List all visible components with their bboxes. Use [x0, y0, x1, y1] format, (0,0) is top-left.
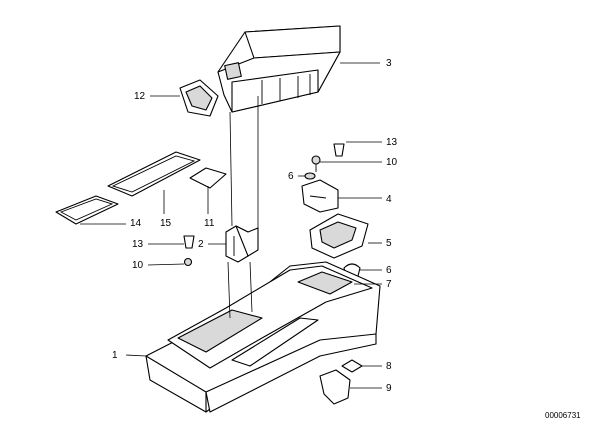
document-number: 00006731	[545, 411, 581, 420]
callout-11: 11	[204, 218, 215, 229]
part-15-mat	[107, 151, 201, 197]
callout-9: 9	[386, 383, 392, 394]
part-11-mat	[189, 167, 227, 189]
part-9-bracket	[319, 369, 351, 405]
part-10-screw-lower	[183, 257, 193, 267]
callout-2: 2	[198, 239, 204, 250]
callout-6-left: 6	[288, 171, 294, 182]
part-3-storage-box	[217, 25, 341, 113]
part-10-screw-upper	[311, 155, 321, 172]
part-5-cup-tray	[309, 213, 369, 259]
part-13-plug-lower	[183, 235, 195, 249]
callout-4: 4	[386, 194, 392, 205]
callout-1: 1	[112, 350, 118, 361]
part-12-ashtray	[179, 79, 219, 117]
part-1-center-console	[145, 261, 381, 413]
callout-14: 14	[130, 218, 142, 229]
part-2-bracket	[225, 225, 259, 263]
part-13-plug-upper	[333, 143, 345, 157]
part-4-holder	[301, 179, 339, 213]
callout-13-lower: 13	[132, 239, 144, 250]
callout-10-upper: 10	[386, 157, 398, 168]
part-14-mat	[55, 195, 119, 225]
callout-12: 12	[134, 91, 146, 102]
leader-lines	[80, 62, 382, 389]
callouts: 1 2 3 4 5 6 6 7 8 9 10 10 11 12 13 13 14…	[112, 58, 398, 394]
callout-10-lower: 10	[132, 260, 144, 271]
callout-3: 3	[386, 58, 392, 69]
part-6-clip	[304, 172, 316, 180]
callout-5: 5	[386, 238, 392, 249]
callout-7: 7	[386, 279, 392, 290]
callout-15: 15	[160, 218, 172, 229]
callout-13-upper: 13	[386, 137, 398, 148]
callout-8: 8	[386, 361, 392, 372]
callout-6-right: 6	[386, 265, 392, 276]
part-8-clip	[341, 359, 363, 373]
